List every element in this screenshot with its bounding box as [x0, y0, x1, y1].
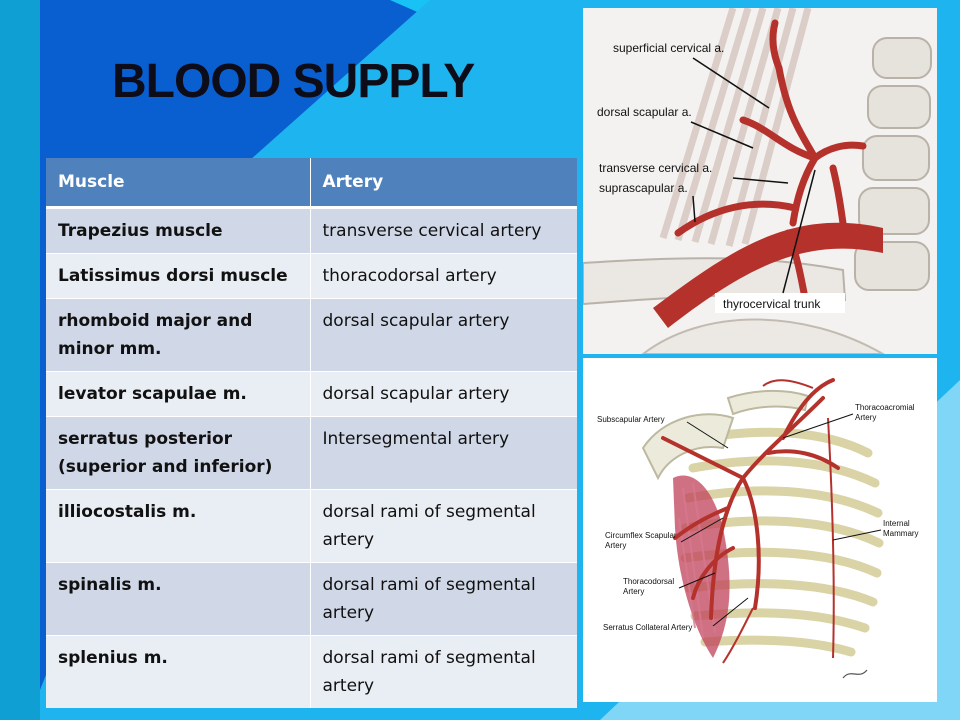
table-header-row: Muscle Artery: [46, 158, 577, 209]
label-circumflex-scapular-line1: Circumflex Scapular: [605, 531, 677, 540]
artery-cell: dorsal rami of segmental artery: [309, 635, 577, 708]
thorax-arteries-figure: Subscapular Artery Thoracoacromial Arter…: [583, 358, 937, 702]
table-row: Latissimus dorsi muscle thoracodorsal ar…: [46, 253, 577, 299]
muscle-cell: splenius m.: [46, 635, 310, 708]
artery-cell: dorsal rami of segmental artery: [309, 489, 577, 563]
label-suprascapular: suprascapular a.: [599, 181, 688, 195]
neck-arteries-illustration: superficial cervical a. dorsal scapular …: [583, 8, 937, 354]
thorax-arteries-illustration: Subscapular Artery Thoracoacromial Arter…: [583, 358, 937, 702]
artery-cell: dorsal rami of segmental artery: [309, 562, 577, 636]
artist-signature-mark: [842, 669, 868, 679]
artery-cell: dorsal scapular artery: [309, 371, 577, 417]
table-row: Trapezius muscle transverse cervical art…: [46, 207, 577, 254]
table-row: splenius m. dorsal rami of segmental art…: [46, 635, 577, 708]
artery-cell: dorsal scapular artery: [309, 298, 577, 372]
table-row: levator scapulae m. dorsal scapular arte…: [46, 371, 577, 417]
muscle-cell: illiocostalis m.: [46, 489, 310, 563]
label-thoracodorsal-line1: Thoracodorsal: [623, 577, 674, 586]
label-superficial-cervical: superficial cervical a.: [613, 41, 724, 55]
neck-arteries-figure: superficial cervical a. dorsal scapular …: [583, 8, 937, 354]
table-row: rhomboid major and minor mm. dorsal scap…: [46, 298, 577, 372]
table-row: serratus posterior (superior and inferio…: [46, 416, 577, 490]
label-internal-mammary-line1: Internal: [883, 519, 910, 528]
muscle-cell: levator scapulae m.: [46, 371, 310, 417]
label-thoracoacromial-line1: Thoracoacromial: [855, 403, 915, 412]
muscle-cell: serratus posterior (superior and inferio…: [46, 416, 310, 490]
label-transverse-cervical: transverse cervical a.: [599, 161, 712, 175]
column-header-muscle: Muscle: [46, 158, 310, 209]
artery-cell: Intersegmental artery: [309, 416, 577, 490]
left-accent-stripe: [0, 0, 40, 720]
label-dorsal-scapular: dorsal scapular a.: [597, 105, 692, 119]
label-thoracodorsal-line2: Artery: [623, 587, 644, 596]
table-row: illiocostalis m. dorsal rami of segmenta…: [46, 489, 577, 563]
muscle-cell: Trapezius muscle: [46, 207, 310, 254]
artery-cell: thoracodorsal artery: [309, 253, 577, 299]
label-thoracoacromial-line2: Artery: [855, 413, 876, 422]
muscle-cell: Latissimus dorsi muscle: [46, 253, 310, 299]
blood-supply-table: Muscle Artery Trapezius muscle transvers…: [46, 158, 577, 708]
slide-title: BLOOD SUPPLY: [112, 55, 475, 108]
label-internal-mammary-line2: Mammary: [883, 529, 919, 538]
table-row: spinalis m. dorsal rami of segmental art…: [46, 562, 577, 636]
artery-cell: transverse cervical artery: [309, 207, 577, 254]
label-thyrocervical-trunk: thyrocervical trunk: [723, 297, 821, 311]
muscle-cell: spinalis m.: [46, 562, 310, 636]
label-subscapular-artery: Subscapular Artery: [597, 415, 665, 424]
label-circumflex-scapular-line2: Artery: [605, 541, 626, 550]
label-serratus-collateral: Serratus Collateral Artery: [603, 623, 692, 632]
muscle-cell: rhomboid major and minor mm.: [46, 298, 310, 372]
column-header-artery: Artery: [309, 158, 577, 209]
